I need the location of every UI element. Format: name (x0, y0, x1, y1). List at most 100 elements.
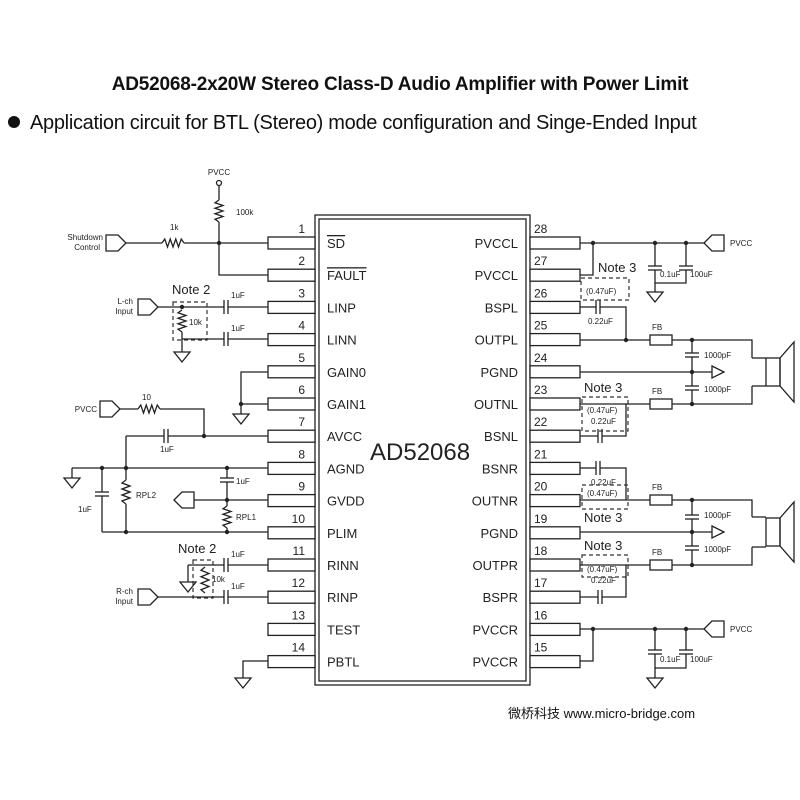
pin-6-lead (267, 397, 316, 411)
resistor-icon (120, 479, 132, 505)
c-047uf-label-3: (0.47uF) (587, 489, 618, 498)
input-port-icon (99, 400, 121, 418)
pin-1-lead (267, 236, 316, 250)
resistor-icon (176, 309, 188, 333)
rpl1-label: RPL1 (236, 513, 257, 522)
c-01uf-label-2: 0.1uF (660, 655, 681, 664)
wire (580, 243, 594, 276)
pin-15-lead (529, 654, 581, 669)
resistor-icon (199, 566, 211, 594)
pin-21-number: 21 (534, 447, 548, 461)
pin-21-name: BSNR (482, 461, 518, 476)
fb-label-3: FB (652, 483, 662, 492)
pin-7-number: 7 (298, 415, 305, 429)
junction-dot (224, 529, 230, 535)
ferrite-bead-icon (649, 334, 673, 346)
resistor-icon (221, 505, 233, 529)
ground-icon (178, 581, 198, 594)
resistor-icon (137, 403, 161, 415)
ferrite-bead-icon (649, 559, 673, 571)
c-022uf-label-1: 0.22uF (588, 317, 613, 326)
wire (602, 565, 627, 598)
ground-icon (645, 291, 665, 304)
note2-label-r: Note 2 (178, 541, 216, 556)
pin-26-lead (529, 300, 581, 315)
shutdown-label-2: Control (74, 243, 100, 252)
wire (672, 547, 753, 566)
note2-box-l (172, 301, 208, 341)
wire (181, 332, 224, 340)
input-port-icon (137, 298, 159, 316)
c-1uf-label-4: 1uF (78, 505, 92, 514)
speaker-cone-icon (779, 500, 795, 564)
note3-box-2 (581, 396, 629, 432)
pin-24-number: 24 (534, 351, 548, 365)
wire (654, 270, 687, 284)
ground-icon (231, 413, 251, 426)
pin-25-number: 25 (534, 319, 548, 333)
wire (672, 386, 753, 405)
c-1000pf-label-4: 1000pF (704, 545, 731, 554)
pin-18-name: OUTPR (473, 558, 519, 573)
c-1uf-label-2: 1uF (231, 324, 245, 333)
pin-28-name: PVCCL (475, 236, 518, 251)
pin-24-lead (529, 365, 581, 379)
wire (242, 660, 268, 678)
c-1000pf-label-2: 1000pF (704, 385, 731, 394)
pin-5-lead (267, 365, 316, 379)
pin-4-lead (267, 332, 316, 347)
pin-7-lead (267, 429, 316, 443)
pin-22-name: BSNL (484, 429, 518, 444)
lch-label-2: Input (115, 307, 134, 316)
pin-9-number: 9 (298, 480, 305, 494)
pin-13-name: TEST (327, 622, 360, 637)
junction-dot (623, 337, 629, 343)
pin-20-lead (529, 493, 581, 508)
pgnd-arrow-icon (711, 364, 726, 380)
pin-9-name: GVDD (327, 494, 365, 509)
pin-4-name: LINN (327, 333, 357, 348)
pin-27-lead (529, 268, 581, 282)
pin-8-number: 8 (298, 447, 305, 461)
wire (672, 339, 753, 358)
c-01uf-label: 0.1uF (660, 270, 681, 279)
c-1uf-label: 1uF (231, 291, 245, 300)
pin-19-lead (529, 526, 581, 540)
pvcc-label-2: PVCC (75, 405, 97, 414)
pin-2-name: FAULT (327, 268, 367, 283)
pin-21-lead (529, 461, 581, 476)
pin-1-name: SD (327, 236, 345, 251)
fb-label-1: FB (652, 323, 662, 332)
pin-15-number: 15 (534, 641, 548, 655)
c-1000pf-label-1: 1000pF (704, 351, 731, 360)
pin-20-number: 20 (534, 480, 548, 494)
pin-27-number: 27 (534, 254, 548, 268)
pin-19-name: PGND (480, 526, 518, 541)
junction-dot (689, 401, 695, 407)
pin-28-lead (529, 236, 581, 250)
speaker-icon (765, 517, 781, 547)
ferrite-bead-icon (649, 398, 673, 410)
pin-13-number: 13 (292, 608, 306, 622)
wire (600, 467, 627, 500)
wire (580, 629, 594, 662)
pin-17-lead (529, 590, 581, 604)
note3-label-4: Note 3 (584, 538, 622, 553)
ground-icon (645, 677, 665, 690)
pin-15-name: PVCCR (472, 655, 518, 670)
wire (218, 243, 268, 276)
pin-3-number: 3 (298, 286, 305, 300)
rch-label-2: Input (115, 597, 134, 606)
pin-18-number: 18 (534, 544, 548, 558)
pin-5-name: GAIN0 (327, 365, 366, 380)
c-1uf-label-6: 1uF (231, 550, 245, 559)
speaker-cone-icon (779, 340, 795, 404)
pin-26-name: BSPL (485, 300, 518, 315)
input-port-icon (137, 588, 159, 606)
pin-3-lead (267, 300, 316, 315)
pvcc-label-4: PVCC (730, 625, 752, 634)
pin-7-name: AVCC (327, 429, 362, 444)
resistor-icon (161, 237, 185, 249)
r-10k-label-2: 10k (212, 575, 226, 584)
